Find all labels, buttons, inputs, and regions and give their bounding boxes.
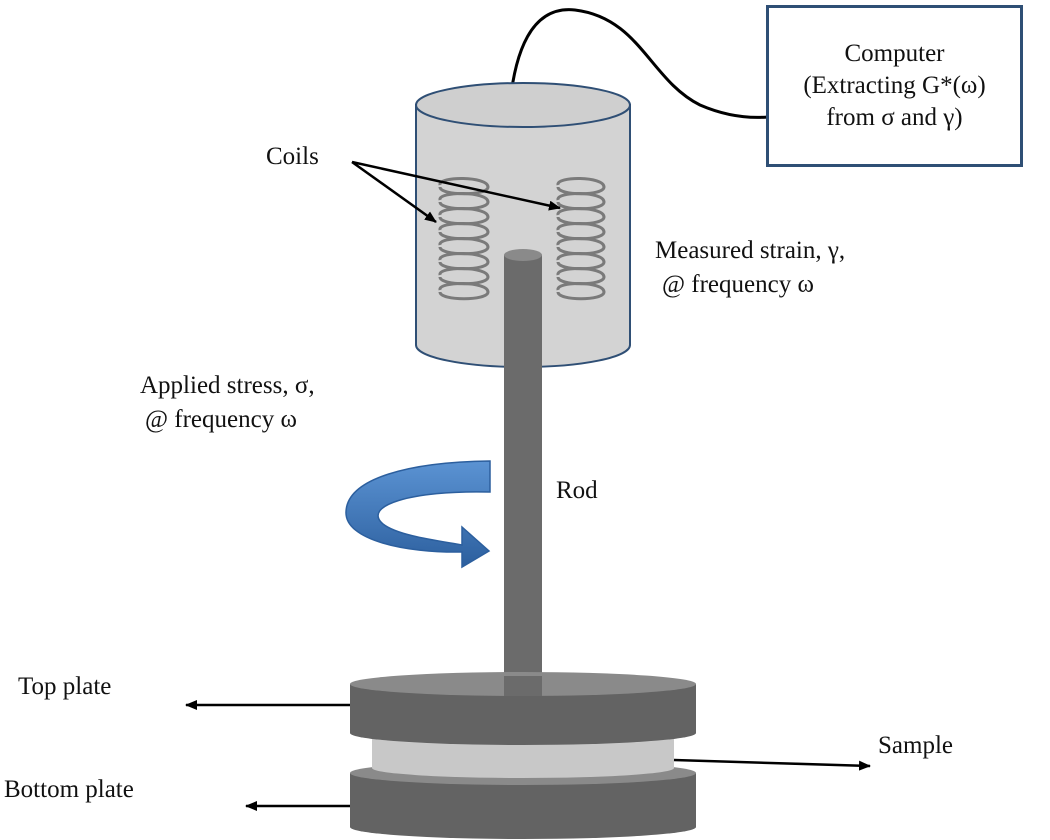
computer-box: Computer (Extracting G*(ω) from σ and γ) [766, 5, 1023, 167]
measured-strain-frequency-label: @ frequency ω [662, 271, 814, 298]
coils-arrow-left [351, 160, 437, 224]
top-plate-label: Top plate [18, 673, 112, 700]
computer-subtitle-line2: from σ and γ) [826, 104, 963, 131]
right-coil [556, 177, 606, 301]
rod-base [504, 676, 542, 696]
applied-stress-frequency-label: @ frequency ω [145, 406, 297, 433]
housing-top-face [415, 82, 631, 128]
computer-subtitle-line1: (Extracting G*(ω) [803, 72, 986, 99]
left-coil [438, 177, 490, 301]
computer-cable [508, 8, 769, 119]
applied-stress-label: Applied stress, σ, [140, 372, 315, 399]
sample-label: Sample [878, 732, 953, 759]
rotation-arrow [345, 460, 491, 569]
rod-label: Rod [556, 477, 598, 504]
measured-strain-label: Measured strain, γ, [655, 237, 846, 264]
rod [504, 249, 542, 695]
sample-arrow [673, 758, 871, 771]
cylinder-housing [415, 82, 631, 368]
bottom-plate-label: Bottom plate [4, 776, 134, 803]
coils-arrow-right [351, 160, 561, 211]
coils-label: Coils [266, 143, 319, 170]
computer-title: Computer [844, 40, 945, 67]
